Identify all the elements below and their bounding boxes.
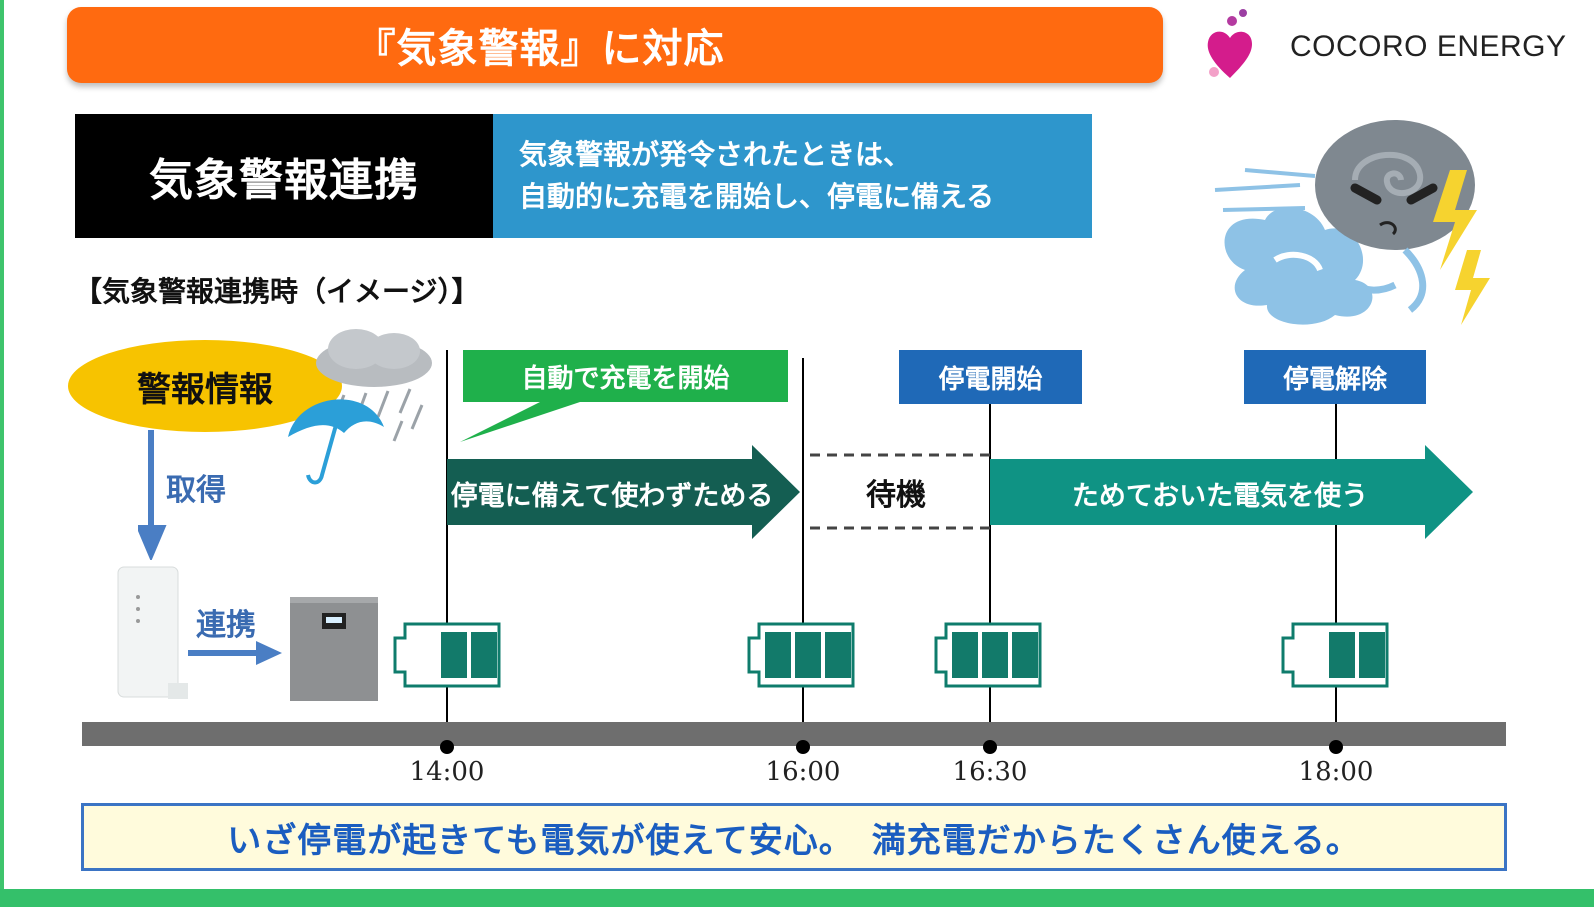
auto-charge-callout-tail: [460, 402, 580, 442]
event-outage-end-label: 停電解除: [1282, 364, 1387, 395]
benefit-message: いざ停電が起きても電気が使えて安心。 満充電だからたくさん使える。: [227, 820, 1361, 861]
auto-charge-label: 自動で充電を開始: [521, 363, 730, 394]
timeline-bar: [82, 722, 1506, 746]
battery-cell: [441, 632, 467, 678]
feature-description-line2: 自動的に充電を開始し、停電に備える: [519, 180, 995, 213]
battery-cell: [795, 632, 821, 678]
feature-description-line1: 気象警報が発令されたときは、: [519, 138, 912, 171]
event-outage-start: 停電開始: [899, 350, 1082, 404]
section-label: 【気象警報連携時（イメージ）】: [74, 275, 480, 308]
battery-cell: [1329, 632, 1355, 678]
time-dot-1400: [440, 740, 454, 754]
auto-charge-callout: 自動で充電を開始: [463, 350, 788, 402]
fetch-label: 取得: [166, 473, 226, 508]
time-dot-1800: [1329, 740, 1343, 754]
battery-indicator-1400: [393, 622, 501, 688]
time-dot-1630: [983, 740, 997, 754]
battery-cell: [982, 632, 1008, 678]
left-accent-border: [0, 0, 4, 907]
heart-logo-icon: [1207, 9, 1252, 78]
battery-indicator-1800: [1281, 622, 1389, 688]
battery-cell: [1359, 632, 1385, 678]
phase-use-arrow: [990, 445, 1473, 539]
link-right-arrow: [188, 641, 282, 665]
timeline-marker-1630: [989, 402, 991, 748]
phase-wait-label: 待機: [866, 478, 926, 513]
battery-cell: [952, 632, 978, 678]
phase-use-label: ためておいた電気を使う: [1071, 481, 1369, 512]
page-title-banner: 『気象警報』に対応: [67, 7, 1163, 83]
battery-indicator-1600: [747, 622, 855, 688]
time-label-1630: 16:30: [952, 757, 1028, 787]
link-label: 連携: [196, 608, 256, 643]
battery-cell: [1012, 632, 1038, 678]
fetch-down-arrow: [138, 430, 167, 560]
battery-indicator-1630: [934, 622, 1042, 688]
storm-character-illustration: [1214, 120, 1490, 325]
page-title: 『気象警報』に対応: [355, 26, 725, 72]
timeline-marker-1800: [1335, 402, 1337, 748]
bottom-green-strip: [0, 889, 1594, 907]
event-outage-start-label: 停電開始: [938, 364, 1043, 395]
event-outage-end: 停電解除: [1244, 350, 1426, 404]
router-device-icon: [117, 566, 188, 699]
alert-info-bubble: 警報情報: [68, 340, 342, 432]
brand-name: COCORO ENERGY: [1290, 30, 1567, 63]
phase-store-arrow: [447, 445, 800, 539]
timeline-marker-1600: [802, 358, 804, 748]
rain-umbrella-icon: [288, 329, 432, 485]
phase-wait-dashes: [810, 453, 990, 530]
benefit-message-box: いざ停電が起きても電気が使えて安心。 満充電だからたくさん使える。: [81, 803, 1507, 871]
battery-cell: [765, 632, 791, 678]
feature-name: 気象警報連携: [149, 155, 419, 206]
battery-cell: [471, 632, 497, 678]
feature-name-box: 気象警報連携: [75, 114, 493, 238]
time-dot-1600: [796, 740, 810, 754]
feature-description-box: 気象警報が発令されたときは、 自動的に充電を開始し、停電に備える: [493, 114, 1092, 238]
battery-cell: [825, 632, 851, 678]
storage-battery-unit-icon: [290, 597, 378, 701]
time-label-1800: 18:00: [1298, 757, 1374, 787]
alert-info-label: 警報情報: [137, 369, 273, 410]
phase-store-label: 停電に備えて使わずためる: [450, 481, 774, 512]
time-label-1600: 16:00: [765, 757, 841, 787]
timeline-marker-1400: [446, 350, 448, 748]
time-label-1400: 14:00: [409, 757, 485, 787]
